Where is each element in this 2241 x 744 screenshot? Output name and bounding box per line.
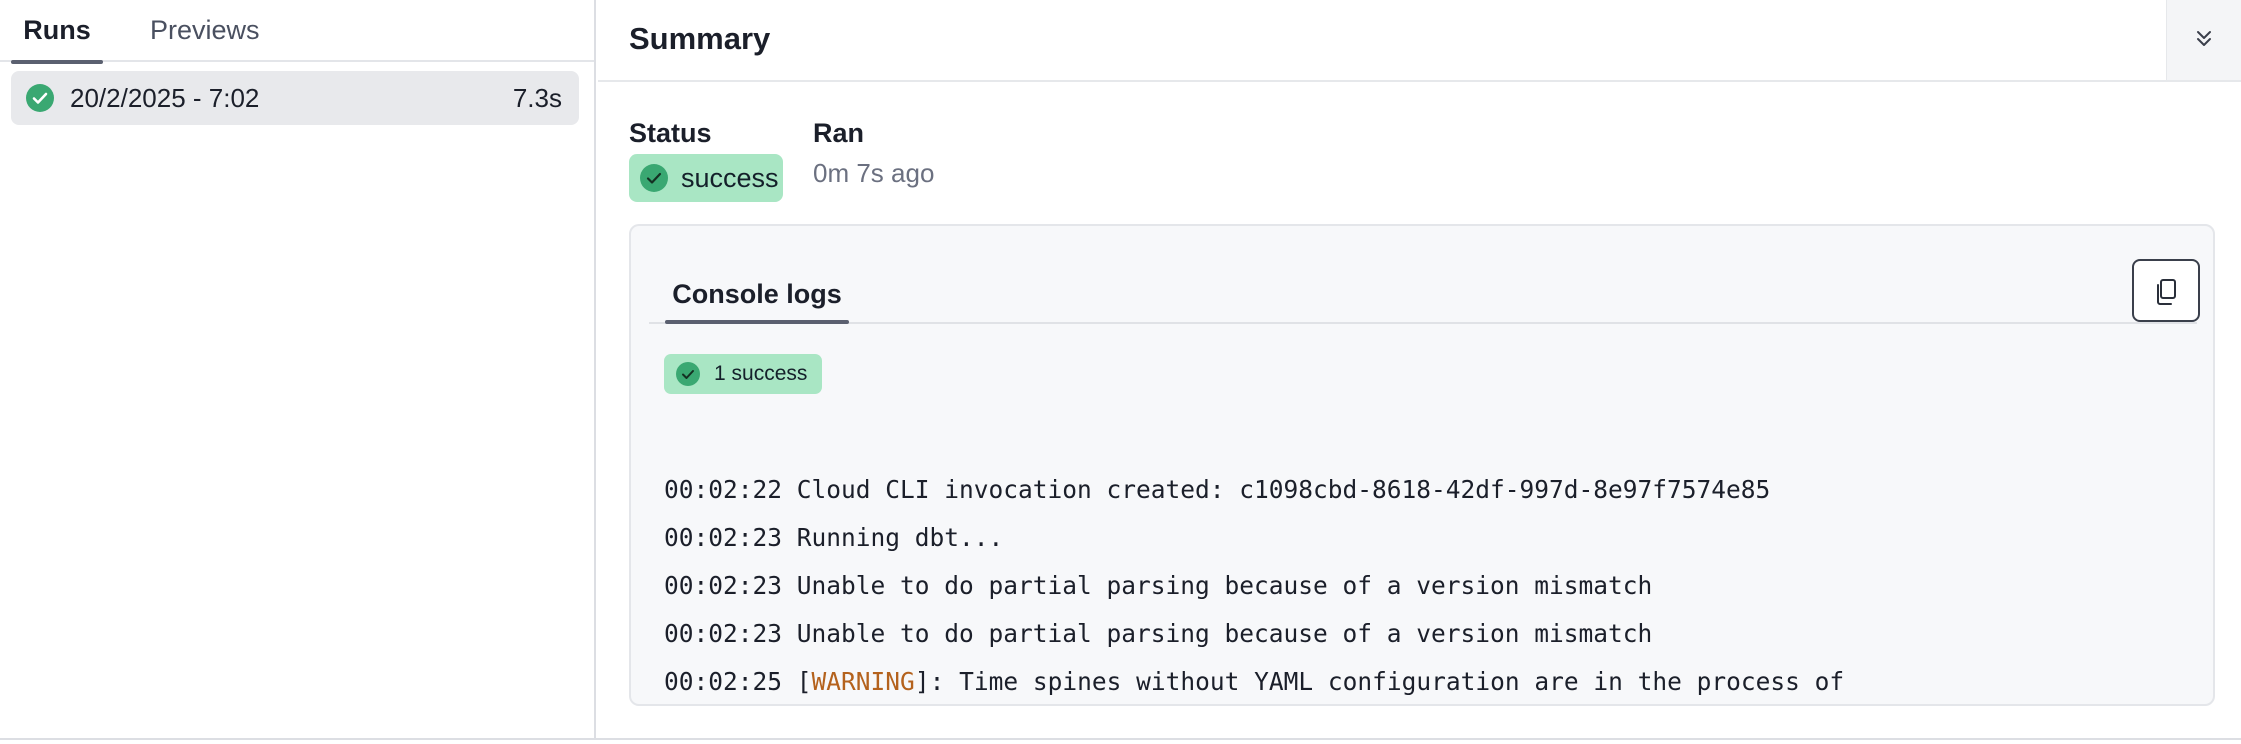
bottom-divider <box>0 738 2241 740</box>
log-message: Unable to do partial parsing because of … <box>796 571 1653 600</box>
copy-icon <box>2157 279 2176 305</box>
copy-logs-button[interactable] <box>2132 259 2200 322</box>
log-message: Running dbt... <box>796 523 1004 552</box>
collapse-button[interactable] <box>2166 0 2241 80</box>
runs-tabs: Runs Previews <box>0 0 594 64</box>
warning-tag: WARNING <box>811 667 915 696</box>
summary-header: Summary <box>598 0 2241 82</box>
log-line: 00:02:23 Unable to do partial parsing be… <box>664 614 2204 662</box>
summary-panel: Summary Status success Ran 0m 7s ago Con… <box>598 0 2241 740</box>
log-message-prefix: [ <box>796 667 812 696</box>
console-tabs: Console logs <box>649 226 2200 324</box>
log-time: 00:02:23 <box>664 571 783 600</box>
ran-label: Ran <box>813 118 865 148</box>
log-message: Unable to do partial parsing because of … <box>796 619 1653 648</box>
console-card: Console logs 1 success 00:02:22 Cloud CL… <box>629 224 2215 706</box>
check-circle-icon <box>640 164 668 192</box>
success-count: 1 success <box>714 362 808 385</box>
status-badge: success <box>629 154 783 202</box>
check-circle-icon <box>676 362 700 386</box>
log-line: 00:02:23 Running dbt... <box>664 518 2204 566</box>
log-line: 00:02:25 [WARNING]: Time spines without … <box>664 662 2204 704</box>
log-line: 00:02:22 Cloud CLI invocation created: c… <box>664 470 2204 518</box>
log-message: ]: Time spines without YAML configuratio… <box>914 667 1845 696</box>
ran-value: 0m 7s ago <box>813 158 935 188</box>
success-count-badge: 1 success <box>664 354 822 394</box>
log-time: 00:02:22 <box>664 475 783 504</box>
log-time: 00:02:25 <box>664 667 783 696</box>
status-value: success <box>681 163 779 193</box>
chevrons-down-icon <box>2197 31 2211 46</box>
tab-runs[interactable]: Runs <box>11 0 103 64</box>
console-log-output: 00:02:22 Cloud CLI invocation created: c… <box>664 470 2204 704</box>
check-circle-icon <box>26 84 54 112</box>
tab-previews[interactable]: Previews <box>150 15 260 45</box>
page-title: Summary <box>629 21 771 56</box>
log-line: 00:02:23 Unable to do partial parsing be… <box>664 566 2204 614</box>
runs-panel: Runs Previews 20/2/2025 - 7:02 7.3s <box>0 0 596 740</box>
tab-console-logs[interactable]: Console logs <box>665 274 849 324</box>
log-time: 00:02:23 <box>664 523 783 552</box>
run-list-item[interactable]: 20/2/2025 - 7:02 7.3s <box>11 71 579 125</box>
run-duration: 7.3s <box>512 83 562 113</box>
log-time: 00:02:23 <box>664 619 783 648</box>
log-message: Cloud CLI invocation created: c1098cbd-8… <box>796 475 1771 504</box>
status-label: Status <box>629 118 712 148</box>
run-date: 20/2/2025 - 7:02 <box>70 83 260 113</box>
